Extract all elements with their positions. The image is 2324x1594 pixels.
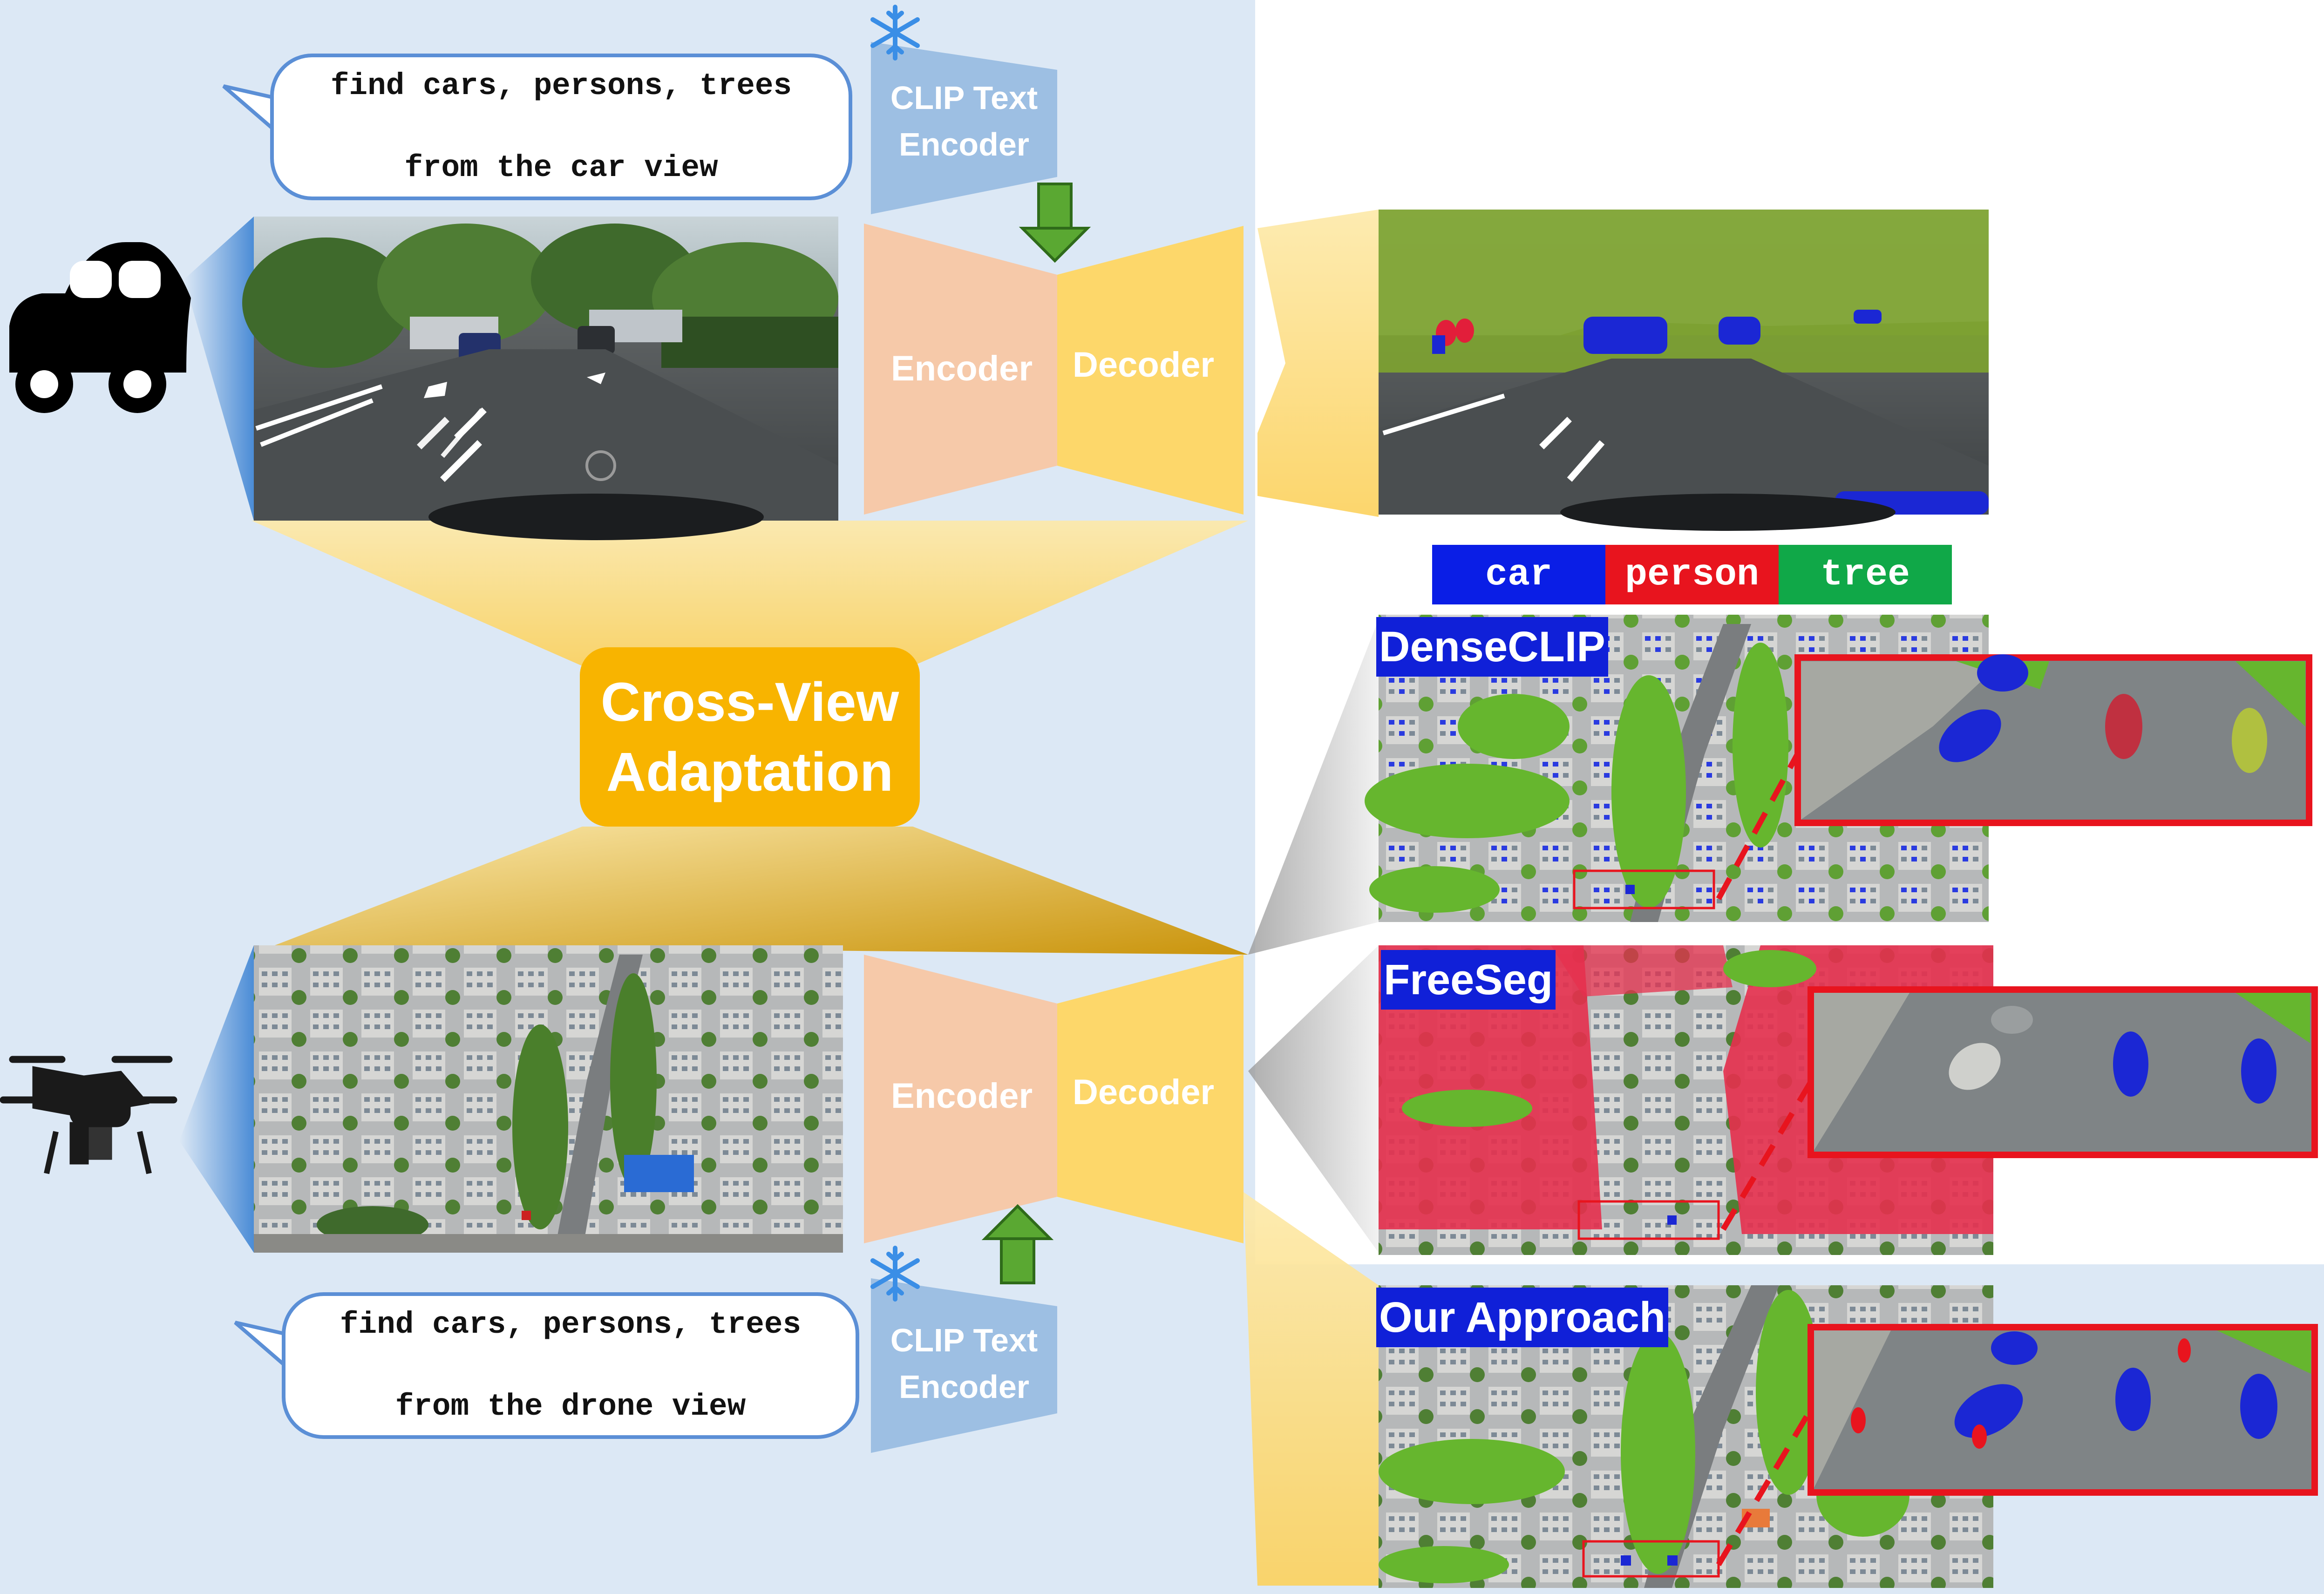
top-bubble-tail	[222, 84, 277, 135]
car-icon	[9, 242, 191, 413]
denseclip-zoom-inset	[1794, 654, 2312, 826]
legend-car: car	[1432, 545, 1605, 604]
car-view-segmentation	[1379, 210, 1989, 531]
decoder-bottom-label: Decoder	[1072, 1072, 1215, 1112]
freeseg-zoom-inset	[1808, 986, 2318, 1158]
legend-person: person	[1605, 545, 1779, 604]
our-approach-zoom-inset	[1808, 1324, 2318, 1496]
bottom-to-ours-funnel	[1244, 1192, 1379, 1586]
method-label-our-approach: Our Approach	[1376, 1288, 1669, 1347]
encoder-block-bottom	[864, 955, 1057, 1243]
legend-tree: tree	[1779, 545, 1952, 604]
decoder-block-top	[1057, 226, 1244, 515]
arrow-down-icon	[1019, 183, 1091, 263]
clip-encoder-bottom-label: CLIP Text Encoder	[890, 1322, 1038, 1405]
encoder-bottom-label: Encoder	[890, 1076, 1033, 1116]
adaptation-line-1: Cross-View	[600, 671, 899, 733]
car-query-line-2: from the car view	[404, 150, 718, 185]
bottom-to-freeseg-funnel	[1248, 945, 1379, 1253]
car-icon-cone	[184, 217, 254, 521]
drone-view-image	[254, 945, 843, 1253]
snowflake-icon	[870, 5, 920, 61]
method-label-freeseg: FreeSeg	[1381, 950, 1556, 1010]
bottom-to-denseclip-funnel	[1248, 619, 1379, 955]
drone-query-line-2: from the drone view	[395, 1389, 746, 1424]
encoder-top-label: Encoder	[890, 349, 1033, 388]
drone-icon	[0, 1056, 177, 1174]
decoder-top-label: Decoder	[1072, 345, 1215, 385]
cross-view-adaptation-box: Cross-View Adaptation	[580, 647, 920, 827]
car-image-funnel	[251, 521, 1248, 666]
decoder-block-bottom	[1057, 955, 1244, 1243]
adaptation-line-2: Adaptation	[606, 741, 894, 803]
clip-encoder-top	[871, 42, 1057, 214]
arrow-up-icon	[981, 1204, 1054, 1284]
clip-encoder-bottom	[871, 1278, 1057, 1453]
car-query-line-1: find cars, persons, trees	[330, 68, 792, 103]
method-label-denseclip: DenseCLIP	[1376, 617, 1608, 677]
drone-icon-cone	[179, 945, 254, 1253]
encoder-block-top	[864, 224, 1057, 515]
car-view-query-bubble: find cars, persons, trees from the car v…	[270, 54, 852, 200]
clip-encoder-top-label: CLIP Text Encoder	[890, 80, 1038, 163]
top-output-funnel	[1257, 210, 1379, 517]
snowflake-icon	[870, 1246, 920, 1302]
bottom-bubble-tail	[234, 1321, 288, 1371]
drone-image-funnel	[275, 827, 1248, 955]
drone-query-line-1: find cars, persons, trees	[340, 1307, 802, 1342]
car-view-image	[242, 217, 838, 540]
drone-view-query-bubble: find cars, persons, trees from the drone…	[282, 1292, 859, 1439]
